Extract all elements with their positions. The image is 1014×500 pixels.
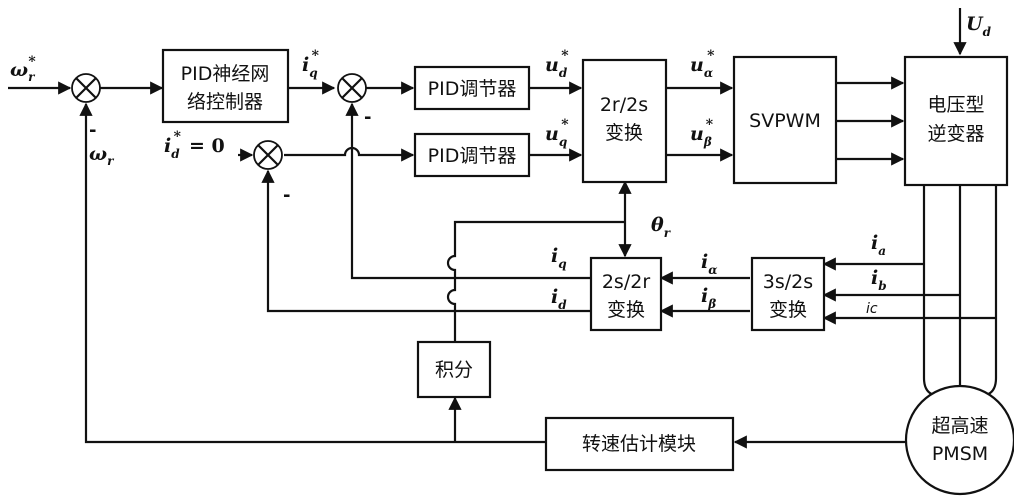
svpwm-label: SVPWM: [749, 110, 821, 132]
clarke-block: 3s/2s 变换: [750, 256, 826, 332]
ia-label: ia: [871, 232, 886, 258]
park-inverse-label-2: 变换: [605, 122, 643, 144]
pid-regulator-top-label: PID调节器: [428, 78, 517, 100]
phase-wire-c: [985, 185, 998, 397]
sum-junction-speed: [71, 73, 101, 103]
theta-label: θr: [651, 214, 672, 240]
id-error-arrow: [284, 146, 415, 162]
dc-voltage-label: Ud: [966, 13, 992, 39]
uq-ref-label: uq*: [545, 117, 569, 149]
sum-junction-id: [253, 140, 283, 170]
iq-feedback-line: [345, 102, 590, 280]
sum-id-minus-sign: -: [283, 185, 290, 206]
pid-regulator-top-block: PID调节器: [413, 65, 531, 111]
ibeta-label: iβ: [701, 285, 716, 311]
ib-label: ib: [871, 267, 887, 293]
park-label-2: 变换: [607, 299, 645, 321]
pid-regulator-bottom-label: PID调节器: [428, 145, 517, 167]
sum-speed-minus-sign: -: [89, 120, 96, 141]
omega-feedback-label: ωr: [89, 143, 115, 168]
speed-estimator-block: 转速估计模块: [544, 416, 735, 472]
sum-junction-iq: [337, 73, 367, 103]
phase-wire-a: [922, 185, 935, 397]
speed-estimator-label: 转速估计模块: [582, 433, 696, 455]
motor-label-1: 超高速: [931, 415, 988, 437]
pmsm-motor: 超高速 PMSM: [904, 384, 1014, 496]
sum-iq-minus-sign: -: [364, 107, 371, 128]
integral-label: 积分: [435, 359, 473, 381]
pid-neural-label-1: PID神经网: [181, 63, 270, 85]
iq-feedback-label: iq: [551, 245, 567, 271]
iq-ref-label: iq*: [302, 48, 320, 80]
inverter-label-2: 逆变器: [927, 123, 984, 145]
theta-branch-line: [446, 220, 625, 342]
id-ref-label: id*= 0: [164, 129, 225, 161]
park-block: 2s/2r 变换: [589, 256, 663, 332]
inverter-label-1: 电压型: [927, 94, 984, 116]
integral-block: 积分: [416, 340, 492, 399]
id-feedback-label: id: [551, 286, 567, 312]
pid-neural-controller-block: PID神经网 络控制器: [161, 48, 290, 124]
ubeta-ref-label: uβ*: [690, 117, 714, 149]
ud-ref-label: ud*: [545, 48, 569, 80]
ialpha-label: iα: [701, 251, 717, 277]
pid-regulator-bottom-block: PID调节器: [413, 132, 531, 178]
omega-ref-label: ωr*: [10, 54, 36, 84]
clarke-label-1: 3s/2s: [763, 271, 813, 293]
park-label-1: 2s/2r: [602, 271, 650, 293]
id-feedback-line: [261, 169, 590, 313]
park-inverse-block: 2r/2s 变换: [581, 58, 668, 184]
motor-label-2: PMSM: [932, 443, 988, 465]
svpwm-block: SVPWM: [732, 55, 838, 185]
park-inverse-label-1: 2r/2s: [600, 94, 648, 116]
ualpha-ref-label: uα*: [690, 48, 715, 80]
omega-feedback-line: [79, 102, 546, 444]
inverter-block: 电压型 逆变器: [903, 55, 1009, 187]
signal-lines: [8, 8, 998, 449]
pid-neural-label-2: 络控制器: [187, 91, 263, 113]
ic-label: ic: [866, 301, 878, 317]
clarke-label-2: 变换: [769, 299, 807, 321]
